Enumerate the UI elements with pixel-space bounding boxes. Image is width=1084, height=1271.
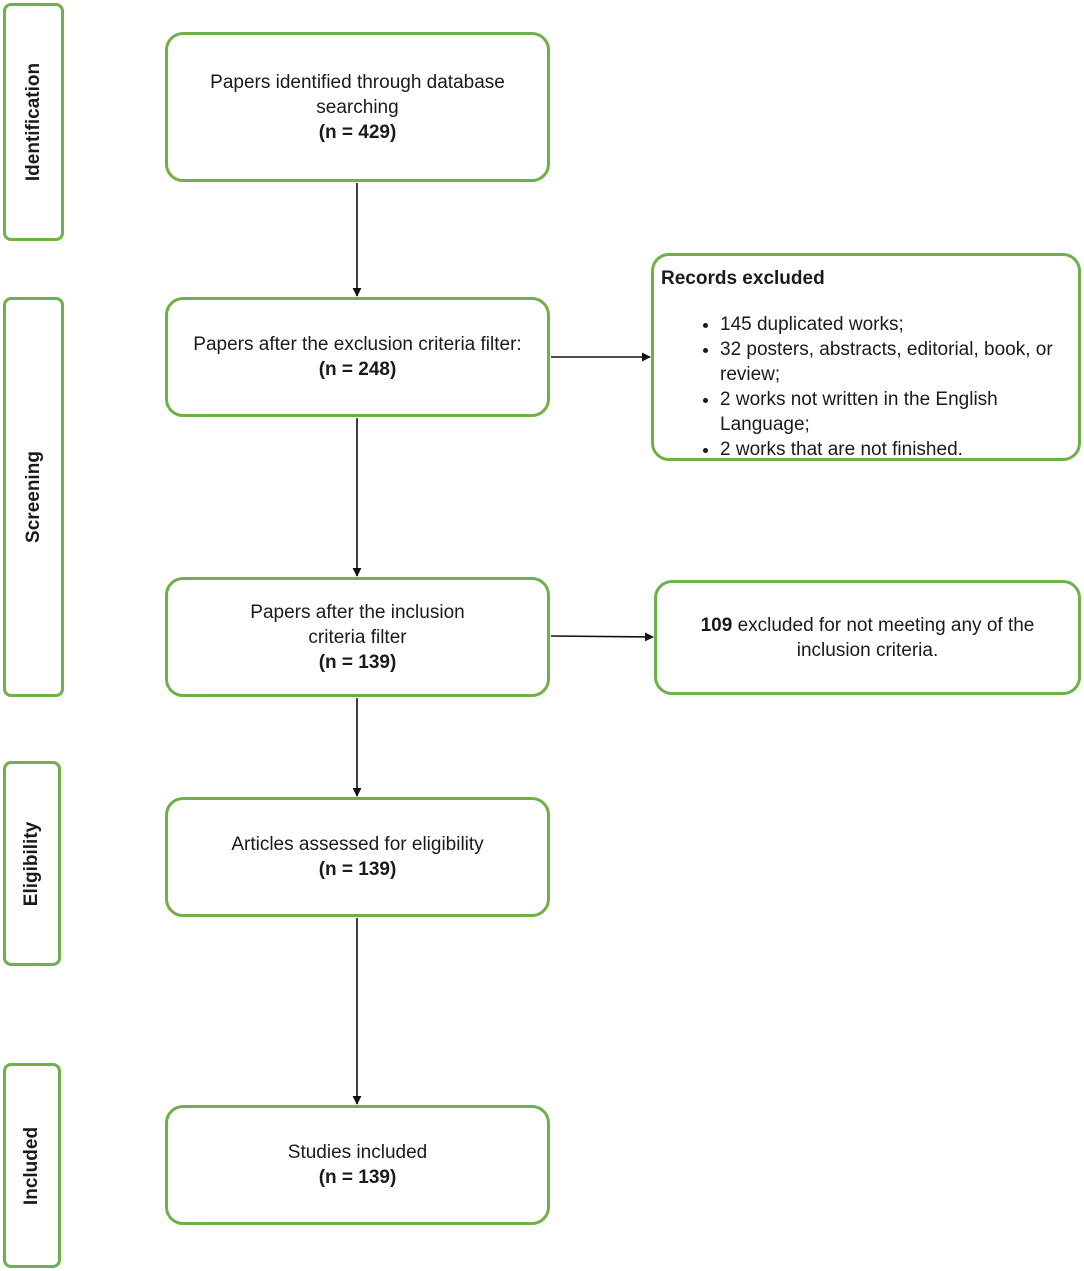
box-papers-identified-count: (n = 429) — [318, 121, 397, 143]
inclusion-excluded-count: 109 — [700, 614, 733, 636]
inclusion-excluded-reason: excluded for not meeting any of the incl… — [732, 614, 1035, 661]
records-excluded-item: 145 duplicated works; — [720, 312, 1080, 337]
phase-screening: Screening — [3, 297, 64, 697]
box-inclusion-filter-count: (n = 139) — [318, 651, 397, 673]
box-studies-included-line1: Studies included — [287, 1142, 428, 1163]
box-articles-assessed: Articles assessed for eligibility (n = 1… — [165, 797, 550, 917]
box-papers-identified-line2: searching — [316, 96, 399, 118]
box-papers-identified-line1: Papers identified through database — [210, 71, 505, 93]
box-papers-identified: Papers identified through database searc… — [165, 32, 550, 182]
box-exclusion-filter-count: (n = 248) — [318, 359, 397, 380]
box-inclusion-excluded: 109 excluded for not meeting any of the … — [654, 580, 1081, 695]
box-inclusion-filter-line2: criteria filter — [308, 626, 407, 648]
records-excluded-item: 2 works not written in the English Langu… — [720, 387, 1080, 437]
inclusion-excluded-text: 109 excluded for not meeting any of the … — [677, 613, 1058, 663]
phase-eligibility: Eligibility — [3, 761, 61, 966]
box-articles-assessed-count: (n = 139) — [318, 859, 397, 880]
phase-included: Included — [3, 1063, 61, 1268]
records-excluded-title: Records excluded — [661, 268, 825, 289]
records-excluded-item: 32 posters, abstracts, editorial, book, … — [720, 337, 1080, 387]
arrow-inclusion-to-excluded — [550, 632, 654, 642]
box-studies-included-count: (n = 139) — [318, 1167, 397, 1188]
box-articles-assessed-line1: Articles assessed for eligibility — [231, 834, 484, 855]
box-records-excluded: Records excluded 145 duplicated works; 3… — [651, 253, 1081, 461]
phase-identification: Identification — [3, 3, 64, 241]
box-exclusion-filter: Papers after the exclusion criteria filt… — [165, 297, 550, 417]
box-exclusion-filter-line1: Papers after the exclusion criteria filt… — [193, 334, 522, 355]
box-inclusion-filter: Papers after the inclusion criteria filt… — [165, 577, 550, 697]
records-excluded-item: 2 works that are not finished. — [720, 437, 1080, 462]
box-inclusion-filter-line1: Papers after the inclusion — [250, 601, 465, 623]
box-studies-included: Studies included (n = 139) — [165, 1105, 550, 1225]
records-excluded-list: 145 duplicated works; 32 posters, abstra… — [678, 312, 1080, 462]
